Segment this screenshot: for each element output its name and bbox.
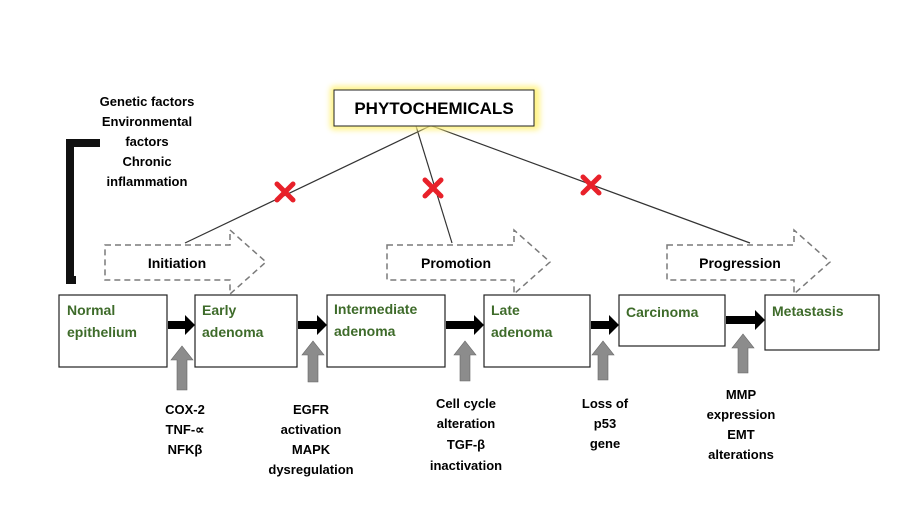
box-late-adenoma: Late adenoma [483,294,591,368]
stage-arrow-progression: Progression [666,228,832,296]
box-line: adenoma [491,324,553,340]
risk-factor-line: Genetic factors [100,94,195,109]
box-line: adenoma [334,323,396,339]
note-line: alterations [708,447,774,462]
connector-line-initiation [184,125,431,244]
mechanism-note-p53: Loss of p53 gene [582,396,629,451]
box-early-adenoma: Early adenoma [194,294,298,368]
gray-up-arrow-icon [591,340,615,381]
black-right-arrow-icon [726,310,765,330]
gray-up-arrow-icon [453,340,477,382]
black-right-arrow-icon [168,315,195,335]
note-line: TNF-∝ [166,422,205,437]
gray-up-arrow-icon [170,345,194,391]
gray-up-arrow-icon [731,333,755,374]
phytochemicals-label: PHYTOCHEMICALS [354,99,513,118]
risk-factor-line: Environmental [102,114,192,129]
stage-label-initiation: Initiation [148,255,206,271]
mechanism-note-cell-cycle: Cell cycle alteration TGF-β inactivation [430,396,502,473]
note-line: COX-2 [165,402,205,417]
phytochemicals-box: PHYTOCHEMICALS [330,86,540,130]
box-metastasis: Metastasis [764,294,880,351]
risk-factors: Genetic factors Environmental factors Ch… [100,94,195,189]
note-line: MAPK [292,442,331,457]
note-line: gene [590,436,620,451]
mechanism-note-cox2: COX-2 TNF-∝ NFKβ [165,402,205,457]
stage-label-progression: Progression [699,255,781,271]
box-line: Early [202,302,236,318]
note-line: Cell cycle [436,396,496,411]
box-line: epithelium [67,324,137,340]
box-normal-epithelium: Normal epithelium [58,294,168,368]
box-carcinoma: Carcinoma [618,294,726,347]
risk-factor-line: factors [125,134,168,149]
note-line: p53 [594,416,616,431]
box-line: adenoma [202,324,264,340]
box-line: Metastasis [772,303,844,319]
note-line: EGFR [293,402,330,417]
note-line: alteration [437,416,496,431]
note-line: TGF-β [447,437,485,452]
note-line: inactivation [430,458,502,473]
black-right-arrow-icon [298,315,327,335]
risk-bracket [66,139,100,284]
stage-arrow-initiation: Initiation [104,228,268,296]
stage-arrow-promotion: Promotion [386,228,552,296]
note-line: Loss of [582,396,629,411]
note-line: NFKβ [168,442,203,457]
risk-factor-line: inflammation [107,174,188,189]
note-line: dysregulation [268,462,353,477]
risk-factor-line: Chronic [122,154,171,169]
box-line: Late [491,302,520,318]
note-line: MMP [726,387,757,402]
black-right-arrow-icon [446,315,484,335]
black-right-arrow-icon [591,315,619,335]
gray-up-arrow-icon [301,340,325,383]
note-line: activation [281,422,342,437]
red-x-icon [274,181,296,203]
red-x-icon [580,174,602,196]
box-intermediate-adenoma: Intermediate adenoma [326,294,446,368]
note-line: EMT [727,427,755,442]
mechanism-note-mmp: MMP expression EMT alterations [707,387,776,462]
stage-label-promotion: Promotion [421,255,491,271]
box-line: Carcinoma [626,304,699,320]
box-line: Normal [67,302,115,318]
red-x-icon [422,177,444,199]
box-line: Intermediate [334,301,417,317]
note-line: expression [707,407,776,422]
mechanism-note-egfr: EGFR activation MAPK dysregulation [268,402,353,477]
